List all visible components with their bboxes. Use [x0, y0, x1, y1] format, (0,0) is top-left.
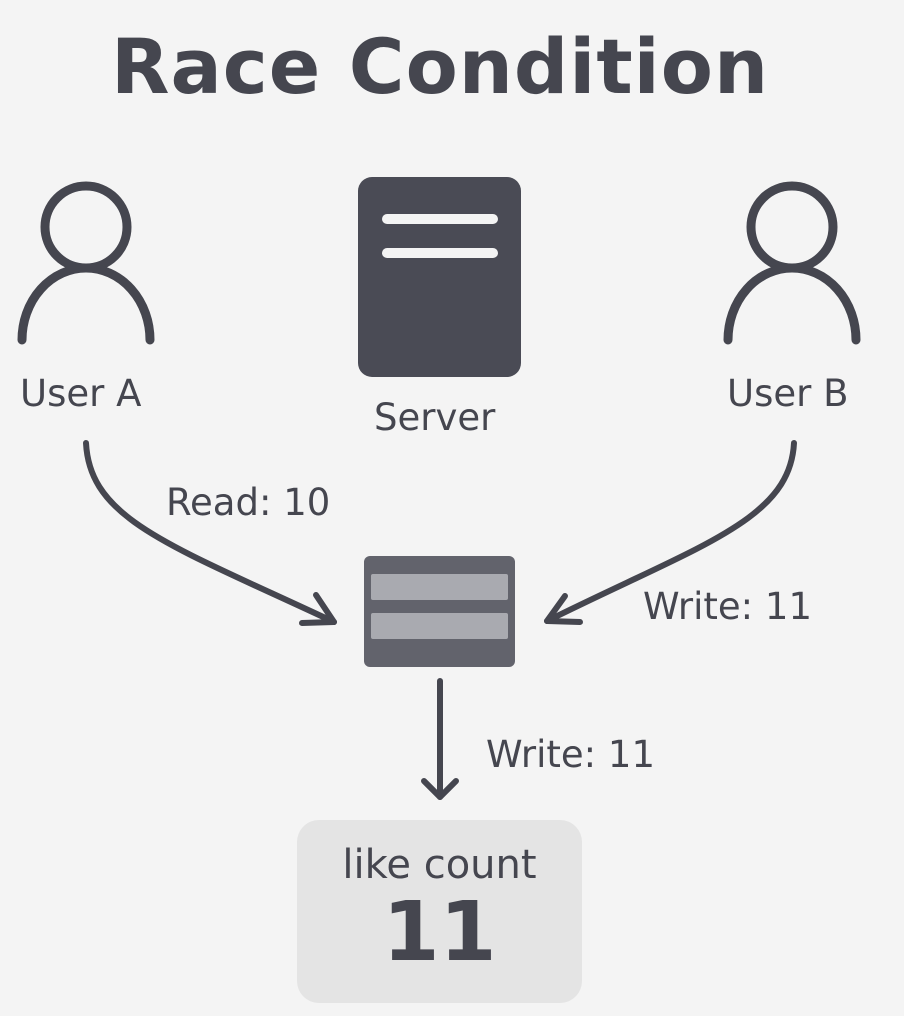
write-edge-label-db: Write: 11 [486, 733, 655, 776]
like-count-label: like count [342, 842, 537, 888]
like-count-box: like count 11 [297, 820, 582, 1003]
read-edge-label: Read: 10 [166, 481, 331, 524]
arrow-db-to-count [421, 678, 459, 800]
arrow-user-a-to-db [83, 440, 337, 626]
arrow-user-b-to-db [544, 440, 797, 625]
user-a-icon [17, 181, 155, 345]
server-icon [358, 177, 521, 377]
database-icon [364, 556, 515, 667]
page-title: Race Condition [110, 22, 770, 111]
user-b-icon [723, 181, 861, 345]
user-b-label: User B [727, 372, 849, 415]
server-label: Server [374, 396, 496, 439]
user-a-label: User A [20, 372, 142, 415]
write-edge-label-user-b: Write: 11 [643, 585, 812, 628]
like-count-value: 11 [382, 885, 497, 980]
